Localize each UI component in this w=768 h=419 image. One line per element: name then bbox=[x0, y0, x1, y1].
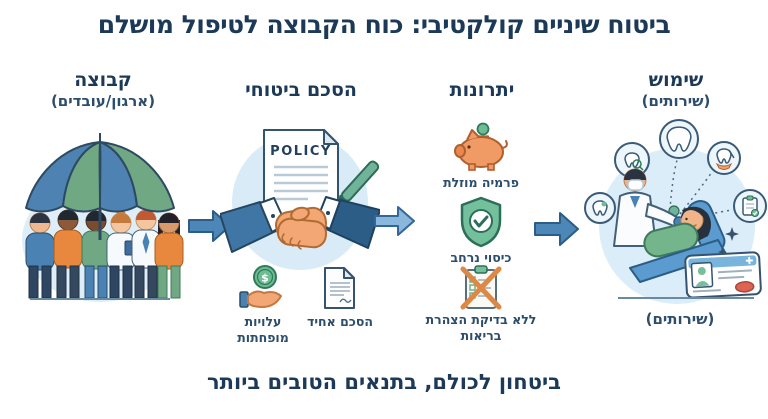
arrow-right-icon bbox=[374, 206, 415, 236]
group-title: קבוצה bbox=[74, 69, 132, 91]
no-health-check-crossed-clipboard-icon bbox=[460, 265, 502, 310]
hand-coin-icon: $ bbox=[239, 265, 282, 308]
dollar-sign: $ bbox=[261, 272, 269, 285]
reduced-costs-label: עלויות מופחתות bbox=[237, 314, 289, 346]
usage-subtitle: (שירותים) bbox=[641, 91, 711, 110]
face-mask bbox=[627, 179, 644, 191]
benefits-title: יתרונות bbox=[449, 79, 515, 101]
policy-document-icon: POLICY bbox=[263, 129, 339, 227]
arrow-right-icon bbox=[188, 210, 231, 242]
shield-check-icon bbox=[460, 196, 502, 248]
person-orange-top-green-pants bbox=[154, 212, 184, 299]
handshake-policy-illustration: POLICY bbox=[220, 129, 380, 270]
group-under-umbrella-illustration bbox=[22, 133, 184, 302]
column-header-usage: שימוש (שירותים) bbox=[590, 69, 762, 110]
clipboard-check-bubble bbox=[742, 195, 759, 217]
umbrella-icon bbox=[25, 133, 175, 240]
usage-title: שימוש bbox=[648, 69, 704, 91]
piggy-bank-icon bbox=[454, 122, 508, 171]
dentist-treatment-illustration bbox=[584, 119, 767, 304]
person-blue-jacket bbox=[25, 212, 55, 299]
discounted-premium-label: פרמיה מוזלת bbox=[443, 175, 519, 190]
cross-out-x bbox=[460, 266, 502, 310]
uniform-agreement-label: הסכם אחיד bbox=[307, 314, 373, 329]
uniform-agreement-document-icon bbox=[324, 267, 355, 309]
patient-figure bbox=[629, 206, 727, 283]
policy-title: POLICY bbox=[270, 144, 332, 159]
insurance-id-card bbox=[684, 251, 762, 299]
arrow-right-icon bbox=[534, 212, 579, 246]
sparkle-icons bbox=[717, 227, 739, 257]
tooth-icons bbox=[592, 126, 732, 216]
column-header-benefits: יתרונות bbox=[428, 79, 536, 102]
agreement-title: הסכם ביטוחי bbox=[245, 79, 357, 101]
column-header-agreement: הסכם ביטוחי bbox=[222, 79, 380, 102]
wide-coverage-label: כיסוי נרחב bbox=[450, 250, 512, 265]
handshake-icon bbox=[220, 196, 380, 253]
column-header-group: קבוצה (ארגון/עובדים) bbox=[14, 69, 192, 110]
no-health-check-label: ללא בדיקת הצהרת בריאות bbox=[425, 312, 537, 344]
page-title: ביטוח שיניים קולקטיבי: כוח הקבוצה לטיפול… bbox=[97, 10, 671, 39]
footer-tagline: ביטחון לכולם, בתנאים הטובים ביותר bbox=[207, 370, 561, 394]
group-subtitle: (ארגון/עובדים) bbox=[50, 91, 156, 110]
person-white-shirt-folder bbox=[106, 209, 137, 299]
usage-caption: (שירותים) bbox=[645, 310, 715, 328]
